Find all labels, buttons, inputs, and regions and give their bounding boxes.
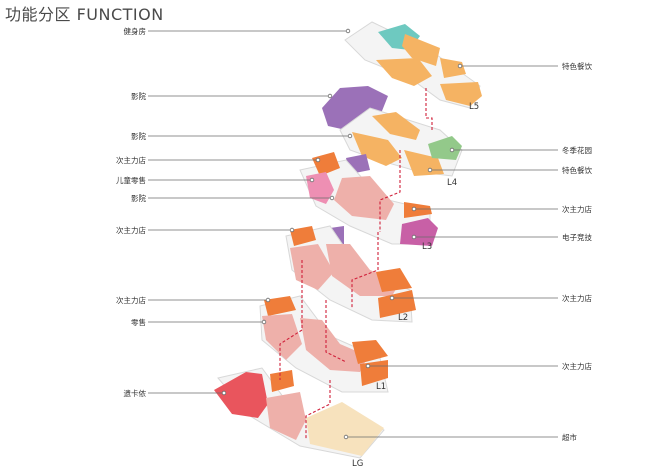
- zone-label-right-0: 特色餐饮: [562, 61, 592, 71]
- zone-label-right-4: 电子竞技: [562, 232, 592, 242]
- l3-retail-a: [334, 176, 394, 220]
- lg-retail: [266, 392, 306, 440]
- zone-label-left-7: 次主力店: [116, 295, 146, 305]
- zone-label-right-5: 次主力店: [562, 293, 592, 303]
- leader-dot-left-5: [329, 195, 335, 201]
- circulation-path-f: [325, 300, 347, 363]
- l3-sub-anchor-a: [312, 152, 340, 176]
- zone-label-right-2: 特色餐饮: [562, 165, 592, 175]
- floor-label-l5: L5: [469, 102, 479, 112]
- winter-garden-block: [428, 136, 462, 160]
- cinema-block-l5: [322, 86, 388, 130]
- zone-label-right-7: 超市: [562, 432, 577, 442]
- floor-label-l4: L4: [447, 178, 457, 188]
- zone-label-left-0: 健身房: [124, 26, 147, 36]
- floor-label-l1: L1: [376, 382, 386, 392]
- leader-lines: [148, 28, 558, 440]
- zone-label-right-3: 次主力店: [562, 204, 592, 214]
- l5-restaurant-c: [376, 58, 432, 86]
- zone-label-left-5: 影院: [131, 193, 146, 203]
- circulation-path-a: [425, 88, 433, 130]
- zone-label-left-6: 次主力店: [116, 225, 146, 235]
- zone-labels: 健身房影院影院次主力店儿童零售影院次主力店次主力店零售遗卡侬特色餐饮冬季花园特色…: [116, 26, 592, 442]
- zone-label-left-8: 零售: [131, 317, 146, 327]
- l5-restaurant-b: [440, 58, 466, 78]
- l2-sub-anchor-a: [290, 226, 316, 246]
- l5-restaurant-a: [402, 34, 440, 66]
- l1-sub-anchor-a: [264, 296, 296, 316]
- leader-dot-right-7: [343, 434, 349, 440]
- leader-dot-left-1: [327, 93, 333, 99]
- leader-dot-left-7: [265, 297, 271, 303]
- l5-restaurant-d: [440, 82, 482, 106]
- l2-retail-a: [290, 244, 334, 290]
- leader-dot-right-6: [365, 363, 371, 369]
- l2-sub-anchor-c: [378, 290, 416, 318]
- floor-label-l3: L3: [422, 242, 432, 252]
- l1-sub-anchor-b: [352, 340, 388, 364]
- circulation-path-c: [351, 232, 379, 308]
- leader-dot-right-5: [389, 295, 395, 301]
- esports-block: [400, 218, 438, 246]
- leader-dot-right-0: [457, 63, 463, 69]
- l4-restaurant-a: [372, 112, 420, 140]
- leader-dot-left-9: [221, 390, 227, 396]
- anchor-block: [214, 372, 268, 418]
- leader-dot-left-6: [289, 227, 295, 233]
- zone-label-left-9: 遗卡侬: [124, 388, 147, 398]
- zone-label-left-1: 影院: [131, 91, 146, 101]
- zone-label-right-1: 冬季花园: [562, 145, 592, 155]
- leader-dot-left-0: [345, 28, 351, 34]
- l1-retail-a: [262, 314, 302, 360]
- leader-dot-right-3: [411, 206, 417, 212]
- floor-label-lg: LG: [352, 459, 363, 469]
- zone-label-left-3: 次主力店: [116, 155, 146, 165]
- zone-label-right-6: 次主力店: [562, 361, 592, 371]
- zone-label-left-4: 儿童零售: [116, 175, 146, 185]
- l2-sub-anchor-b: [376, 268, 412, 292]
- l4-restaurant-c: [404, 150, 444, 176]
- circulation-path-e: [305, 380, 331, 440]
- circulation-path-d: [279, 260, 303, 380]
- lg-sub-anchor: [270, 370, 294, 392]
- leader-dot-left-2: [347, 133, 353, 139]
- circulation-path-b: [379, 150, 401, 232]
- floor-plates: [214, 21, 482, 459]
- leader-dot-left-3: [315, 157, 321, 163]
- leader-dot-right-2: [427, 167, 433, 173]
- vertical-circulation: [279, 88, 433, 440]
- l1-retail-b: [300, 318, 368, 372]
- floor-label-l2: L2: [398, 313, 408, 323]
- zone-label-left-2: 影院: [131, 131, 146, 141]
- l3-sub-anchor-b: [404, 202, 432, 218]
- l4-restaurant-b: [352, 132, 402, 166]
- leader-dot-right-4: [411, 234, 417, 240]
- leader-dot-left-8: [261, 319, 267, 325]
- leader-dot-right-1: [449, 147, 455, 153]
- supermarket-block: [306, 402, 384, 456]
- page-title: 功能分区 FUNCTION: [5, 5, 164, 24]
- leader-dot-left-4: [309, 177, 315, 183]
